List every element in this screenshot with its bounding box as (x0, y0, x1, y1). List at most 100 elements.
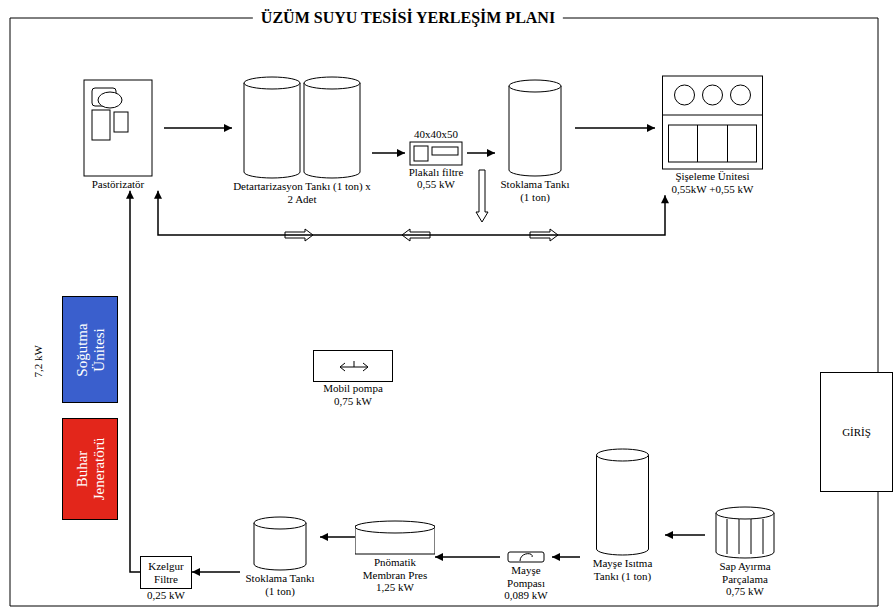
node-shape (355, 518, 435, 556)
icon-part (410, 142, 462, 165)
flow-connector (320, 536, 355, 538)
equipment-icon (405, 141, 467, 166)
icon-part (414, 146, 428, 161)
steam-generator: Buhar Jeneratörü (62, 418, 118, 520)
bottling-unit: Şişeleme Ünitesi0,55kW +0,55 kW (655, 75, 770, 195)
node-label: Stoklama Tankı (1 ton) (240, 572, 320, 597)
node-shape: Buhar Jeneratörü (62, 418, 118, 520)
equipment-icon (240, 515, 320, 572)
node-label: Detartarizasyon Tankı (1 ton) x 2 Adet (232, 180, 372, 205)
flow-connector (164, 127, 232, 129)
icon-part (114, 112, 128, 132)
flow-connector (192, 571, 240, 573)
flow-connector (158, 191, 665, 235)
frame-line (10, 18, 11, 606)
icon-part (669, 125, 757, 162)
node-shape (405, 141, 467, 166)
node-label: Plakalı filtre (405, 166, 467, 179)
storage-tank: Stoklama Tankı (1 ton) (495, 78, 575, 203)
icon-part (244, 83, 300, 178)
diagram-title: ÜZÜM SUYU TESİSİ YERLEŞİM PLANI (253, 8, 563, 27)
icon-part (84, 80, 152, 176)
pasteurizer: Pastörizatör (72, 78, 164, 191)
icon-part (751, 519, 752, 554)
membrane-press: Pnömatik Membran Pres1,25 kW (355, 518, 435, 594)
icon-part (697, 125, 698, 162)
node-label: Mayşe Pompası (500, 564, 552, 589)
cooling-unit: Soğutma Ünitesi (62, 296, 118, 403)
icon-part (731, 85, 751, 105)
node-label: 0,25 kW (140, 589, 192, 602)
icon-part (763, 519, 764, 554)
equipment-icon (72, 78, 164, 178)
node-label: Buhar Jeneratörü (74, 419, 107, 519)
flow-connector (372, 152, 405, 154)
equipment-icon (495, 78, 575, 178)
node-label: Pnömatik Membran Pres (355, 556, 435, 581)
equipment-icon (500, 550, 552, 564)
mobile-pump: Mobil pompa0,75 kW (313, 350, 393, 407)
icon-part (703, 85, 723, 105)
node-shape (240, 515, 320, 572)
flow-connector (467, 152, 495, 154)
tank-pair: Detartarizasyon Tankı (1 ton) x 2 Adet (232, 75, 372, 205)
icon-part (597, 455, 649, 555)
node-label: 0,55kW +0,55 kW (655, 183, 770, 196)
node-shape (232, 75, 372, 180)
frame-line (878, 18, 879, 372)
equipment-icon (705, 505, 785, 560)
node-label: Mayşe Isıtma Tankı (1 ton) (580, 557, 665, 582)
node-shape: Soğutma Ünitesi (62, 296, 118, 403)
node-label: 0,75 kW (313, 395, 393, 408)
node-shape (500, 550, 552, 564)
node-label: Şişeleme Ünitesi (655, 170, 770, 183)
node-label: Kzelgur Filtre (141, 557, 191, 588)
icon-part (727, 125, 728, 162)
flow-connector (665, 534, 705, 536)
icon-part (508, 552, 544, 562)
frame-line (878, 492, 879, 606)
storage-tank: Stoklama Tankı (1 ton) (240, 515, 320, 597)
flow-connector (130, 191, 140, 572)
icon-part (254, 523, 306, 570)
node-shape (495, 78, 575, 178)
icon-part (739, 519, 740, 554)
equipment-icon (232, 75, 372, 180)
node-shape (580, 447, 665, 557)
icon-part (509, 86, 561, 176)
node-label: 0,089 kW (500, 589, 552, 602)
flow-connector (552, 556, 580, 558)
icon-part (675, 85, 695, 105)
icon-part (98, 92, 122, 108)
icon-part (355, 521, 435, 533)
icon-part (716, 513, 774, 558)
icon-part (432, 147, 458, 155)
icon-part (92, 110, 110, 140)
icon-part (244, 77, 300, 89)
open-arrow (476, 170, 488, 222)
node-label: 0,75 kW (705, 585, 785, 598)
flow-connector (575, 127, 655, 129)
plan-frame (10, 18, 878, 606)
icon-part (304, 83, 360, 178)
flow-connector (435, 556, 500, 558)
destemmer-crusher: Sap Ayırma Parçalama0,75 kW (705, 505, 785, 598)
entrance-box: GİRİŞ (820, 372, 893, 492)
equipment-icon (355, 518, 435, 556)
icon-part (254, 517, 306, 529)
node-label: Mobil pompa (313, 382, 393, 395)
node-shape (655, 75, 770, 170)
frame-line (10, 606, 878, 607)
node-label: 0,55 kW (405, 178, 467, 191)
icon-part (663, 115, 763, 116)
icon-part (597, 449, 649, 461)
mash-pump: Mayşe Pompası0,089 kW (500, 550, 552, 602)
icon-part (716, 507, 774, 519)
node-label: 1,25 kW (355, 581, 435, 594)
icon-part (520, 554, 532, 561)
plate-filter: 40x40x50Plakalı filtre0,55 kW (405, 128, 467, 191)
node-label: 40x40x50 (405, 128, 467, 141)
icon-part (340, 361, 368, 371)
node-label: Stoklama Tankı (1 ton) (495, 178, 575, 203)
